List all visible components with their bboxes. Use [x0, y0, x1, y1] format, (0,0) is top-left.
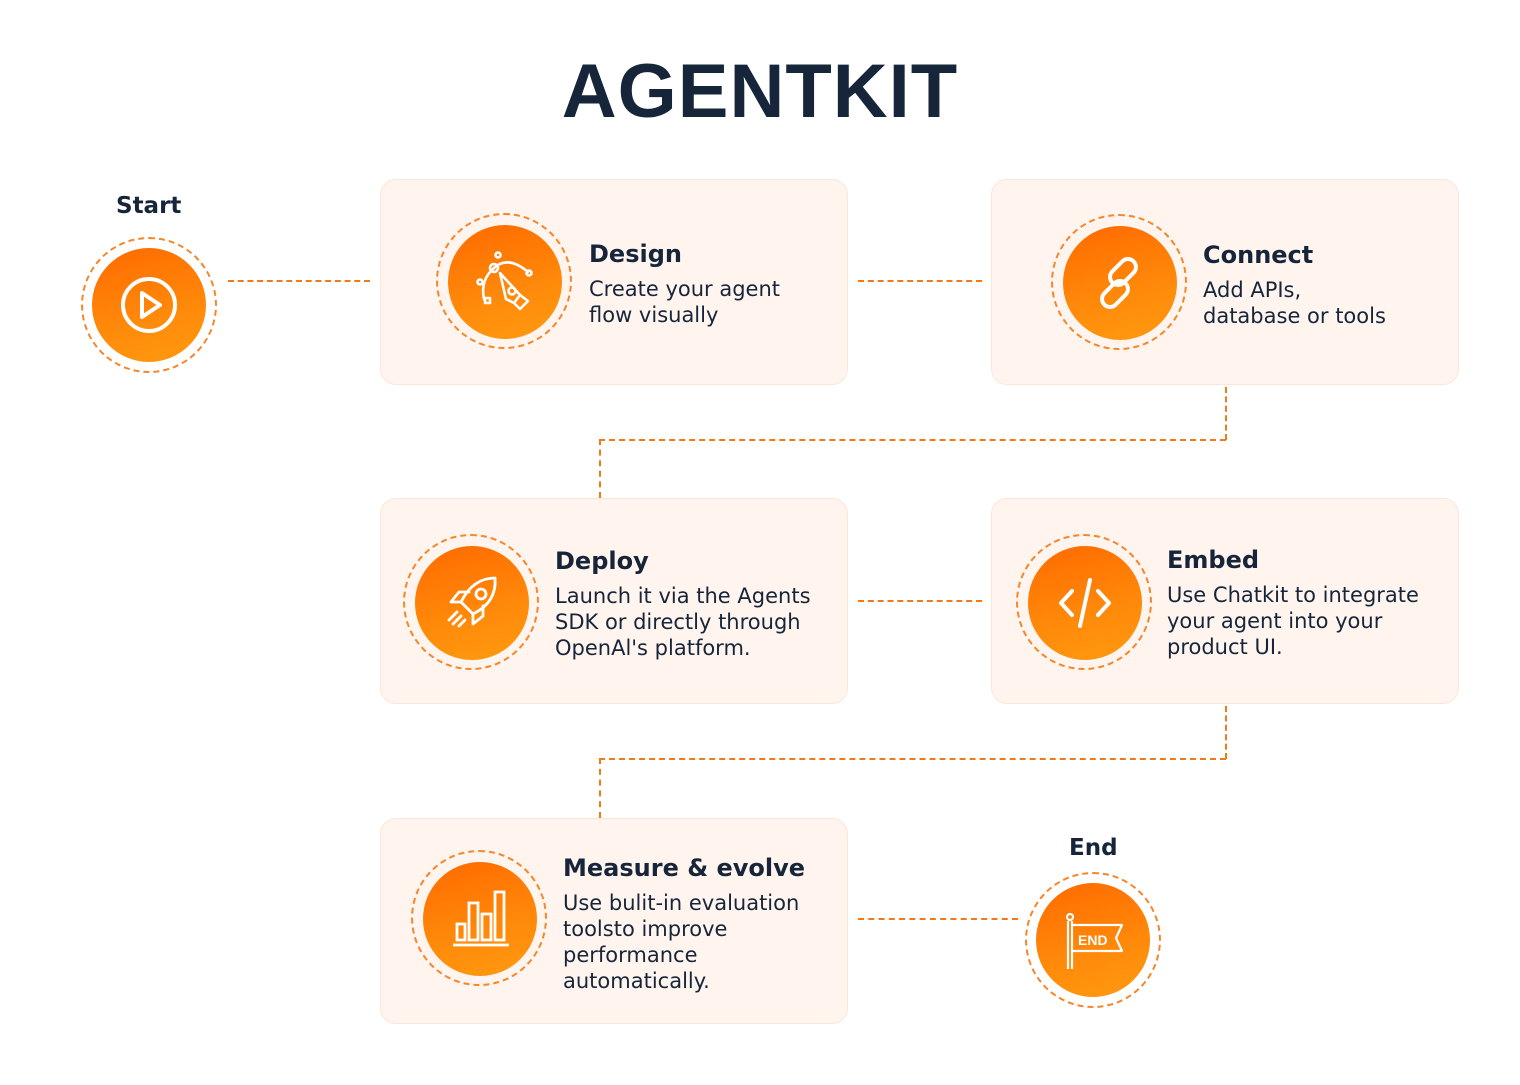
end-ring — [1025, 872, 1161, 1008]
step-title: Design — [589, 240, 682, 268]
step-description: Use Chatkit to integrate your agent into… — [1167, 583, 1419, 659]
end-flag-icon: END — [1036, 883, 1150, 997]
embed-ring — [1016, 534, 1152, 670]
step-title: Deploy — [555, 547, 649, 575]
step-description: Launch it via the Agents SDK or directly… — [555, 584, 811, 660]
connect-ring — [1051, 214, 1187, 350]
page-title: AGENTKIT — [561, 49, 959, 134]
step-card-embed: Embed Use Chatkit to integrate your agen… — [991, 498, 1459, 704]
rocket-icon — [415, 546, 529, 660]
step-card-design: Design Create your agent flow visually — [380, 179, 848, 385]
connector-deploy-up — [599, 439, 601, 498]
flag-text: END — [1078, 932, 1108, 948]
design-ring — [436, 213, 572, 349]
connector-embed-down — [1225, 706, 1227, 759]
play-icon — [92, 248, 206, 362]
start-label: Start — [116, 193, 182, 219]
connector-deploy-embed — [858, 600, 982, 602]
measure-ring — [411, 850, 547, 986]
step-description: Add APIs, database or tools — [1203, 278, 1386, 328]
connector-row1-row2 — [599, 439, 1226, 441]
link-icon — [1063, 226, 1177, 340]
step-title: Connect — [1203, 241, 1314, 269]
connector-connect-down — [1225, 387, 1227, 440]
step-title: Measure & evolve — [563, 854, 806, 882]
start-ring — [81, 237, 217, 373]
code-icon — [1028, 546, 1142, 660]
step-description: Create your agent flow visually — [589, 277, 781, 327]
connector-design-connect — [858, 280, 982, 282]
connector-measure-end — [858, 918, 1018, 920]
connector-row2-row3 — [599, 758, 1226, 760]
end-label: End — [1069, 835, 1118, 861]
connector-start-design — [228, 280, 370, 282]
step-title: Embed — [1167, 546, 1260, 574]
connector-measure-up — [599, 758, 601, 818]
bar-chart-icon — [423, 862, 537, 976]
step-card-deploy: Deploy Launch it via the Agents SDK or d… — [380, 498, 848, 704]
step-card-measure: Measure & evolve Use bulit-in evaluation… — [380, 818, 848, 1024]
pen-tool-icon — [448, 225, 562, 339]
step-card-connect: Connect Add APIs, database or tools — [991, 179, 1459, 385]
step-description: Use bulit-in evaluation toolsto improve … — [563, 891, 800, 993]
deploy-ring — [403, 534, 539, 670]
